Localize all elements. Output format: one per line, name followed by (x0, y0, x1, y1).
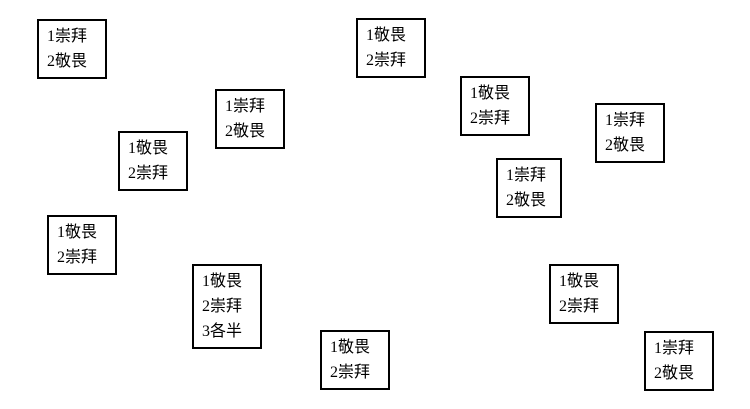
answer-line: 1崇拜 (47, 28, 88, 45)
answer-box-7: 1崇拜 2敬畏 (496, 158, 562, 218)
answer-line: 1敬畏 (366, 27, 407, 44)
answer-line: 2敬畏 (605, 137, 646, 154)
answer-line: 2崇拜 (559, 298, 600, 315)
answer-line: 3各半 (202, 323, 243, 340)
answer-line: 2敬畏 (47, 53, 88, 70)
answer-box-10: 1敬畏 2崇拜 (549, 264, 619, 324)
answer-box-5: 1崇拜 2敬畏 (595, 103, 665, 163)
answer-box-8: 1敬畏 2崇拜 (47, 215, 117, 275)
answer-line: 1敬畏 (470, 85, 511, 102)
answer-line: 2敬畏 (654, 365, 695, 382)
answer-box-11: 1敬畏 2崇拜 (320, 330, 390, 390)
answer-line: 2敬畏 (506, 192, 547, 209)
answer-box-12: 1崇拜 2敬畏 (644, 331, 714, 391)
answer-box-4: 1敬畏 2崇拜 (460, 76, 530, 136)
answer-line: 2崇拜 (366, 52, 407, 69)
answer-box-6: 1敬畏 2崇拜 (118, 131, 188, 191)
answer-line: 1崇拜 (654, 340, 695, 357)
answer-line: 1敬畏 (559, 273, 600, 290)
answer-line: 2崇拜 (330, 364, 371, 381)
answer-line: 2崇拜 (57, 249, 98, 266)
answer-line: 1崇拜 (605, 112, 646, 129)
answer-line: 1敬畏 (57, 224, 98, 241)
answer-box-3: 1崇拜 2敬畏 (215, 89, 285, 149)
answer-line: 1敬畏 (202, 273, 243, 290)
answer-line: 2崇拜 (470, 110, 511, 127)
answer-box-1: 1崇拜 2敬畏 (37, 19, 107, 79)
answer-line: 1敬畏 (330, 339, 371, 356)
answer-box-2: 1敬畏 2崇拜 (356, 18, 426, 78)
answer-line: 2敬畏 (225, 123, 266, 140)
answer-line: 1崇拜 (225, 98, 266, 115)
answer-line: 1敬畏 (128, 140, 169, 157)
answer-line: 1崇拜 (506, 167, 547, 184)
answer-line: 2崇拜 (202, 298, 243, 315)
answer-box-9: 1敬畏 2崇拜 3各半 (192, 264, 262, 349)
answer-line: 2崇拜 (128, 165, 169, 182)
